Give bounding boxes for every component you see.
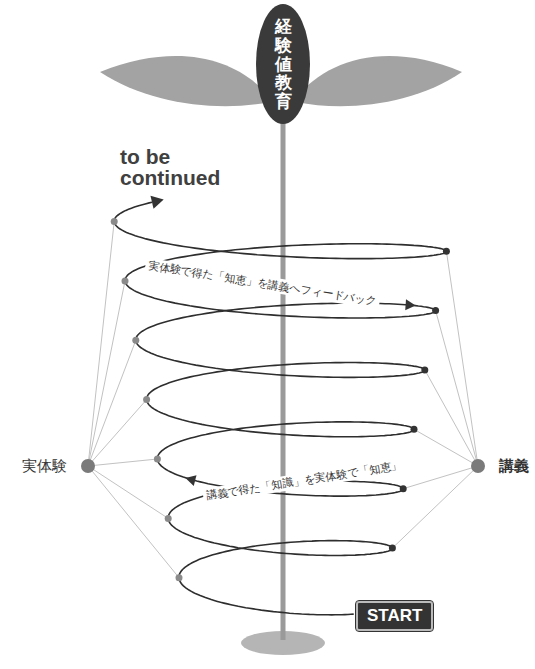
practice-point: 実体験 — [22, 457, 95, 476]
guide-line — [88, 466, 168, 518]
spiral-dot — [165, 515, 172, 522]
spiral-dot — [111, 218, 118, 225]
guide-line — [88, 222, 114, 467]
spiral-dot — [176, 574, 183, 581]
start-box: START — [356, 601, 433, 631]
spiral-dot — [122, 277, 129, 284]
junction-dot — [81, 459, 95, 473]
guide-line — [392, 466, 478, 548]
node-text: 経験値教育 — [275, 17, 292, 110]
spiral-dot — [421, 366, 428, 373]
title-oval: 経験値教育 — [255, 3, 311, 125]
spiral — [111, 196, 450, 615]
lecture-point: 講義 — [471, 457, 529, 476]
oval-fill — [256, 4, 310, 124]
guide-line — [436, 311, 478, 466]
spiral-dot — [432, 307, 439, 314]
guide-line — [425, 370, 478, 466]
continue-note: to be continued — [120, 146, 232, 188]
guide-line — [88, 466, 179, 578]
node-text: 講義 — [499, 457, 529, 476]
guide-line — [88, 400, 147, 466]
feedback-arrowhead — [405, 299, 415, 310]
spiral-dot — [132, 337, 139, 344]
spiral-dot — [443, 248, 450, 255]
guide-line — [403, 466, 478, 489]
knowledge-arrowhead — [185, 475, 196, 486]
guide-lines — [88, 222, 478, 578]
spiral-path — [114, 202, 446, 615]
guide-line — [88, 459, 157, 466]
continue-arrowhead — [150, 196, 163, 209]
knowledge-note: 講義で得た「知識」を実体験で「知恵」 — [202, 458, 406, 505]
spiral-dot — [400, 485, 407, 492]
left-leaf — [100, 56, 270, 106]
feedback-note: 実体験で得た「知恵」を講義へフィードバック — [144, 258, 380, 310]
right-leaf — [296, 56, 462, 106]
guide-line — [446, 251, 478, 466]
spiral-dot — [389, 545, 396, 552]
guide-line — [88, 281, 125, 466]
node-text: START — [367, 606, 422, 626]
node-text: 実体験 — [22, 457, 67, 476]
spiral-dot — [154, 456, 161, 463]
spiral-dot — [143, 396, 150, 403]
spiral-dot — [411, 426, 418, 433]
junction-dot — [471, 459, 485, 473]
